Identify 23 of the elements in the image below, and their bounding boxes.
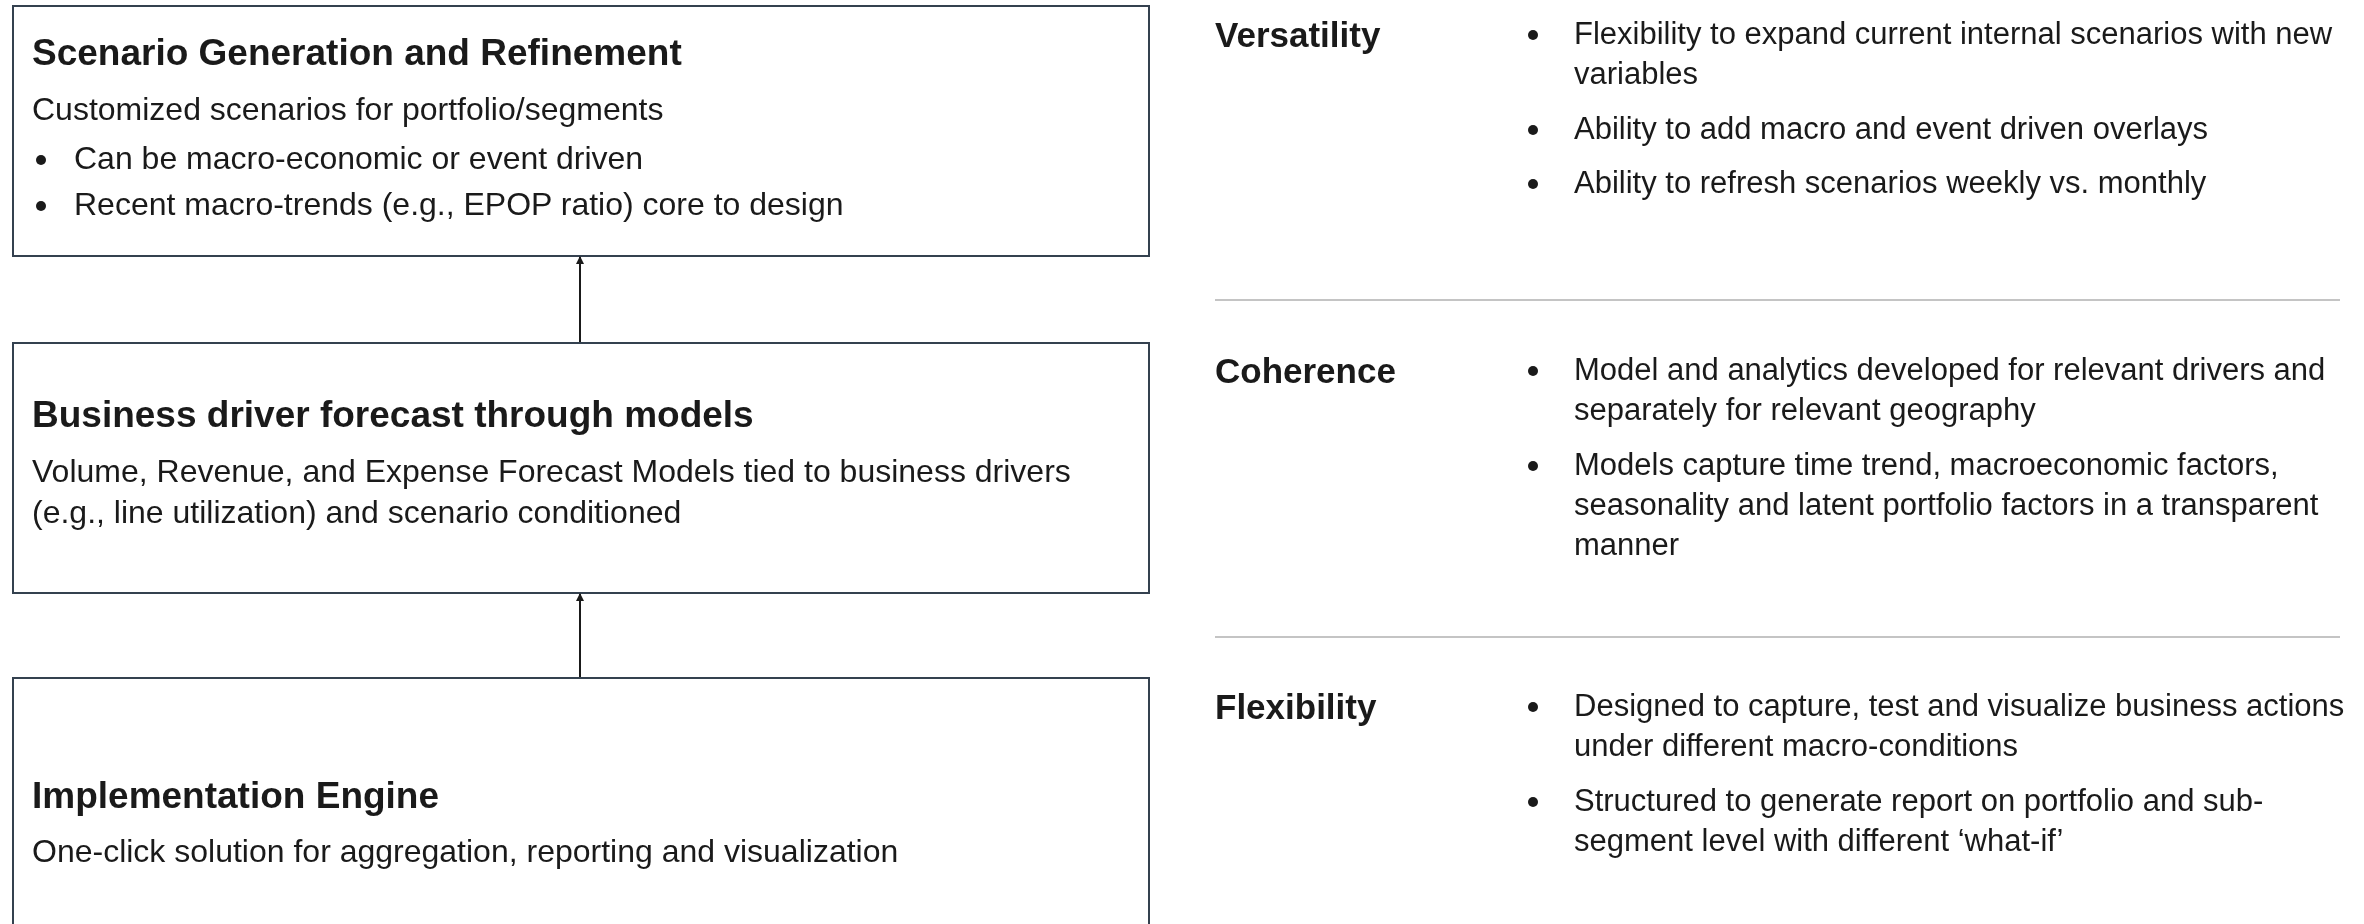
- bullet-text: Ability to refresh scenarios weekly vs. monthly: [1574, 163, 2207, 202]
- bullet-text: Structured to generate report on portfolio and sub-segment level with different ‘what-if’: [1574, 781, 2265, 860]
- box-description: One-click solution for aggregation, reporting and visualization: [32, 832, 900, 872]
- section-heading: Flexibility: [1215, 686, 1377, 728]
- bullet-text: Can be macro-economic or event driven: [74, 139, 644, 179]
- box-description: Volume, Revenue, and Expense Forecast Models tied to business drivers (e.g., line utilization) and scenario conditioned: [32, 451, 1072, 533]
- box-title: Scenario Generation and Refinement: [32, 31, 683, 76]
- bullet-text: Designed to capture, test and visualize business actions under different macro-conditions: [1574, 687, 2346, 766]
- process-box: [12, 5, 1150, 257]
- section-heading: Versatility: [1215, 14, 1381, 56]
- bullet-text: Recent macro-trends (e.g., EPOP ratio) core to design: [74, 184, 844, 224]
- section-heading: Coherence: [1215, 350, 1396, 392]
- bullet-text: Ability to add macro and event driven overlays: [1574, 109, 2209, 148]
- box-title: Implementation Engine: [32, 774, 441, 819]
- box-title: Business driver forecast through models: [32, 393, 755, 438]
- arrow: [576, 593, 584, 678]
- process-box: [12, 342, 1150, 594]
- bullet-text: Model and analytics developed for relevant drivers and separately for relevant geography: [1574, 351, 2327, 430]
- process-box: [12, 677, 1150, 924]
- bullet-text: Models capture time trend, macroeconomic factors, seasonality and latent portfolio factors in a transparent manner: [1574, 445, 2320, 565]
- arrow: [576, 256, 584, 343]
- box-description: Customized scenarios for portfolio/segments: [32, 89, 665, 129]
- bullet-text: Flexibility to expand current internal scenarios with new variables: [1574, 15, 2334, 94]
